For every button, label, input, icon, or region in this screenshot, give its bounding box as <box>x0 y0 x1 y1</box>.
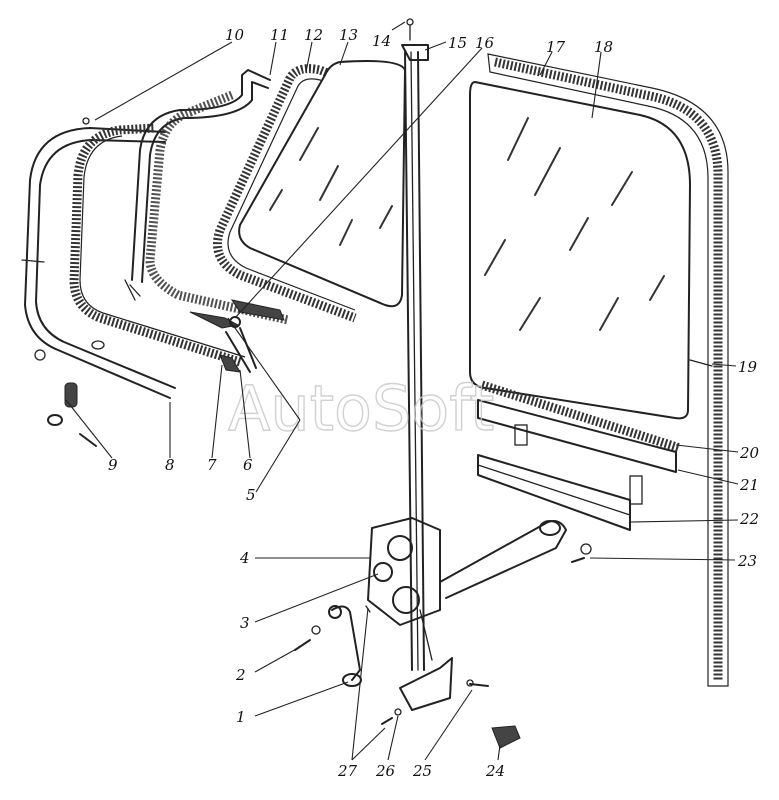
frame-seal-8 <box>69 123 246 367</box>
vent-glass-13 <box>238 60 407 308</box>
callout-9: 9 <box>108 456 118 474</box>
callout-25: 25 <box>412 762 432 780</box>
window-crank-handle <box>294 605 362 687</box>
watermark: AutoSoft <box>228 372 494 445</box>
callout-17: 17 <box>546 38 566 56</box>
callout-1: 1 <box>236 708 246 726</box>
leader-lines <box>65 21 739 761</box>
callout-7: 7 <box>207 456 217 474</box>
callout-14: 14 <box>372 32 391 50</box>
callout-labels: 10 11 12 13 14 15 16 17 18 19 20 21 22 2… <box>108 26 760 780</box>
door-channel-seal-17 <box>487 53 729 687</box>
callout-18: 18 <box>594 38 613 56</box>
callout-24: 24 <box>485 762 505 780</box>
callout-5: 5 <box>246 486 256 504</box>
callout-23: 23 <box>737 552 757 570</box>
glass-lower-seal-20 <box>480 380 682 453</box>
callout-22: 22 <box>739 510 759 528</box>
callout-10: 10 <box>225 26 245 44</box>
glass-guide-channel-15 <box>401 18 429 671</box>
callout-26: 26 <box>375 762 396 780</box>
callout-3: 3 <box>240 614 250 632</box>
callout-6: 6 <box>243 456 253 474</box>
callout-15: 15 <box>448 34 467 52</box>
regulator-bracket <box>365 605 489 725</box>
window-regulator-mechanism <box>367 517 567 661</box>
callout-27: 27 <box>337 762 358 780</box>
callout-16: 16 <box>475 34 495 52</box>
frame-seal-12 <box>145 64 357 325</box>
outer-window-frame <box>21 127 176 399</box>
vent-hinge-assembly <box>189 299 285 373</box>
glass-lower-channel-21 <box>477 399 677 473</box>
callout-13: 13 <box>339 26 358 44</box>
frame-11 <box>124 69 271 301</box>
callout-21: 21 <box>739 476 759 494</box>
callout-4: 4 <box>239 549 250 567</box>
callout-19: 19 <box>738 358 758 376</box>
clip-24 <box>491 725 521 749</box>
small-hardware <box>47 117 713 563</box>
callout-2: 2 <box>235 666 246 684</box>
glass-rail-22 <box>477 454 643 531</box>
callout-8: 8 <box>165 456 175 474</box>
callout-12: 12 <box>304 26 323 44</box>
main-window-glass-18 <box>469 80 692 420</box>
callout-20: 20 <box>739 444 760 462</box>
callout-11: 11 <box>270 26 289 44</box>
